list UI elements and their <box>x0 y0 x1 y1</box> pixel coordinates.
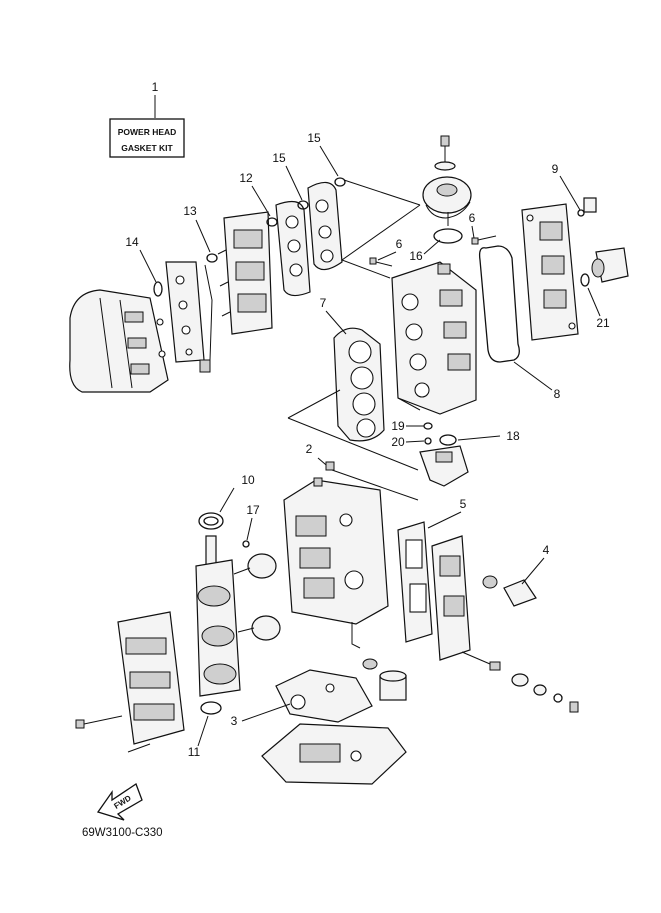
callout-20: 20 <box>391 435 405 449</box>
lower-housing <box>261 723 407 785</box>
callout-15-a: 15 <box>272 151 286 165</box>
callout-6-a: 6 <box>396 237 403 251</box>
callout-18: 18 <box>506 429 520 443</box>
cylinder-head <box>391 261 477 415</box>
thermostat-cover <box>583 197 629 283</box>
sensor-plug <box>199 359 211 373</box>
callout-15-b: 15 <box>307 131 321 145</box>
o-ring-20 <box>424 437 432 445</box>
head-gasket-7 <box>333 327 385 442</box>
pistons <box>233 553 281 641</box>
oil-seal-11 <box>200 701 222 715</box>
bolt-6-b <box>471 235 497 245</box>
oil-filter <box>362 658 407 701</box>
o-ring-15-b <box>334 177 346 187</box>
o-ring-15-a <box>297 200 309 210</box>
o-ring-21 <box>580 273 590 287</box>
cylinder-head-cover <box>69 289 169 393</box>
base-gasket-3 <box>275 669 373 723</box>
bolt-long-b <box>127 743 151 753</box>
callout-2: 2 <box>306 442 313 456</box>
callout-6-b: 6 <box>469 211 476 225</box>
exhaust-gasket-5 <box>397 521 433 643</box>
callouts: 1 2 3 4 5 6 6 7 8 9 10 11 12 13 14 15 15… <box>125 80 610 759</box>
callout-14: 14 <box>125 235 139 249</box>
callout-11: 11 <box>188 745 201 759</box>
pin-17 <box>242 540 250 548</box>
head-cover-gasket-8 <box>478 245 520 363</box>
oil-seal-16 <box>433 228 463 244</box>
o-ring-19 <box>423 422 433 430</box>
gasket-kit-box: POWER HEAD GASKET KIT <box>109 95 185 158</box>
callout-3: 3 <box>231 714 238 728</box>
bolt-2-b <box>313 477 323 487</box>
callout-17: 17 <box>246 503 260 517</box>
bolt-2-a <box>325 461 335 471</box>
callout-1: 1 <box>152 80 159 94</box>
callout-5: 5 <box>460 497 467 511</box>
fasteners-lower-right <box>461 651 579 713</box>
gasket-15-b <box>307 181 343 271</box>
fwd-arrow-icon: FWD <box>96 783 143 821</box>
callout-10: 10 <box>241 473 255 487</box>
callout-21: 21 <box>596 316 610 330</box>
callout-9: 9 <box>552 162 559 176</box>
crankshaft <box>195 535 241 697</box>
bolt-long-a <box>83 715 123 725</box>
kit-line-1: POWER HEAD <box>118 127 177 137</box>
o-ring-18 <box>439 434 457 446</box>
thermostat-4 <box>482 575 537 607</box>
callout-4: 4 <box>543 543 550 557</box>
callout-12: 12 <box>239 171 253 185</box>
kit-line-2: GASKET KIT <box>121 143 173 153</box>
callout-8: 8 <box>554 387 561 401</box>
flywheel-assembly <box>422 135 472 219</box>
callout-19: 19 <box>391 419 405 433</box>
o-ring-9 <box>577 209 585 217</box>
bolt-6-a <box>369 257 393 267</box>
crankcase <box>117 611 185 745</box>
head-cover-plate <box>521 203 579 341</box>
oil-seal-10 <box>198 512 224 530</box>
exhaust-cover-plate <box>217 211 273 335</box>
callout-13: 13 <box>183 204 197 218</box>
water-housing <box>419 445 469 487</box>
callout-16: 16 <box>409 249 423 263</box>
o-ring-14 <box>153 281 163 297</box>
cylinder-block <box>283 479 389 625</box>
o-ring-13 <box>206 253 218 263</box>
cover-gasket-13 <box>165 261 205 363</box>
gasket-15-a <box>275 200 311 297</box>
exhaust-cover <box>431 535 471 661</box>
callout-7: 7 <box>320 296 327 310</box>
drawing-code: 69W3100-C330 <box>82 827 163 839</box>
